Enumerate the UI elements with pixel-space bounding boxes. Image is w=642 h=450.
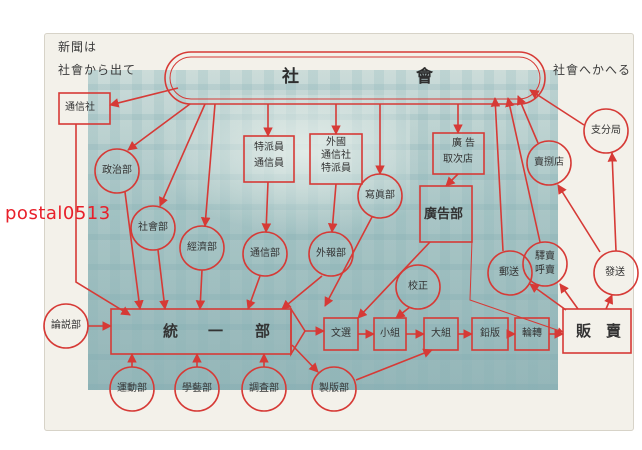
arrow-hanbai-kyubai <box>559 283 579 310</box>
kyubai-circle <box>522 241 568 287</box>
arrow-hasso-shibukyoku <box>607 152 618 252</box>
seihan-circle <box>311 366 357 412</box>
hanbai-label-2: 賣 <box>606 322 625 340</box>
kyubai-label: 驛賣 呼賣 <box>531 252 559 276</box>
kokokubu-label: 廣告部 <box>424 207 464 222</box>
shashin-label: 寫眞部 <box>365 190 395 201</box>
arrow-shibukyoku-society <box>529 89 585 126</box>
arrow-gaiho-toitsu <box>281 275 323 310</box>
undo-label: 運動部 <box>117 383 147 394</box>
tokuha-line2: 通信員 <box>254 158 284 169</box>
note-shakai-kara: 社會から出て <box>58 63 137 77</box>
gakugei-label: 學藝部 <box>182 383 212 394</box>
hanbaiten-label: 賣捌店 <box>534 157 564 168</box>
shibukyoku-circle <box>583 108 629 154</box>
tsushinsha-label: 通信社 <box>65 102 95 113</box>
tsushinsha-box <box>58 92 111 125</box>
gaikoku-line1: 外國 <box>326 137 346 148</box>
arrow-seiji-toitsu <box>124 191 144 310</box>
tsushinbu-label: 通信部 <box>250 248 280 259</box>
shibukyoku-label: 支分局 <box>591 125 621 136</box>
gaikoku-label: 外國 通信社 特派員 <box>313 138 359 174</box>
kosei-circle <box>395 264 441 310</box>
arrow-society-keizai <box>200 103 216 227</box>
toitsu-label-3: 部 <box>255 322 274 340</box>
arrow-hanbaiten-society <box>516 95 539 144</box>
enban-label: 鉛版 <box>480 328 500 339</box>
hanbaiten-circle <box>526 140 572 186</box>
society-capsule <box>164 51 546 105</box>
gaikoku-line2: 通信社 <box>321 150 351 161</box>
hanbai-label-1: 販 <box>576 322 595 340</box>
arrow-gaikoku-gaiho <box>327 183 338 233</box>
toitsu-arrow-tip <box>290 306 306 357</box>
tokuha-line1: 特派員 <box>254 142 284 153</box>
seiji-label: 政治部 <box>102 165 132 176</box>
bunsen-label: 文選 <box>331 328 351 339</box>
shakai-circle <box>130 205 176 251</box>
keizai-label: 經濟部 <box>187 242 217 253</box>
chosa-label: 調査部 <box>249 383 279 394</box>
arrow-hanbai-hasso <box>604 294 614 310</box>
arrow-hasso-hanbaiten <box>557 184 601 253</box>
arrow-seihan-ogumi <box>355 348 433 381</box>
arrow-kokokubu-hanbai <box>469 239 564 334</box>
arrow-tsushinsha-toitsu <box>75 124 131 316</box>
arrow-tsushinbu-toitsu <box>246 275 261 310</box>
arrow-kokoku-kokokubu <box>445 173 459 187</box>
arrow-hanbai-yuso <box>529 283 567 311</box>
kogumi-label: 小組 <box>380 328 400 339</box>
kokoku-a-label: 廣 <box>452 138 462 149</box>
toitsu-label-2: 一 <box>208 322 227 340</box>
arrow-keizai-toitsu <box>195 269 206 310</box>
arrow-society-shakai <box>159 103 206 207</box>
hasso-label: 發送 <box>605 267 625 278</box>
kosei-label: 校正 <box>408 281 428 292</box>
watermark: postal0513 <box>5 203 111 224</box>
kokoku-c-label: 取次店 <box>443 154 473 165</box>
kyubai-line2: 呼賣 <box>535 265 555 276</box>
gaiho-label: 外報部 <box>316 248 346 259</box>
arrow-kokokubu-bunsen <box>357 241 431 319</box>
photo-highlight <box>150 95 410 235</box>
yuso-label: 郵送 <box>499 267 519 278</box>
seihan-label: 製版部 <box>319 383 349 394</box>
seiji-circle <box>94 148 140 194</box>
yuso-circle <box>487 250 533 296</box>
kyubai-line1: 驛賣 <box>535 251 555 262</box>
arrow-kyubai-society <box>505 97 541 243</box>
arrow-yuso-society <box>490 97 504 252</box>
toitsu-label-1: 統 <box>163 322 182 340</box>
gaikoku-line3: 特派員 <box>321 163 351 174</box>
society-label-right: 會 <box>416 67 435 87</box>
arrow-tokuha-tsushinbu <box>261 181 272 233</box>
rinten-label: 輪轉 <box>522 328 542 339</box>
arrow-shakai-toitsu <box>157 249 169 310</box>
arrow-kosei-kogumi <box>395 306 411 319</box>
note-shakai-e: 社會へかへる <box>553 63 632 77</box>
arrow-society-seiji <box>127 103 191 151</box>
arrow-society-tsushinsha <box>109 87 179 108</box>
society-capsule-inner <box>169 56 541 100</box>
ogumi-label: 大組 <box>431 328 451 339</box>
note-shinbun-wa: 新聞は <box>58 40 98 54</box>
shakai-label: 社會部 <box>138 222 168 233</box>
society-label-left: 社 <box>282 67 301 87</box>
arrow-toitsu-seihan <box>291 344 319 373</box>
tokuha-label: 特派員 通信員 <box>248 143 290 169</box>
kokoku-b-label: 告 <box>465 138 475 149</box>
arrow-shashin-seihan <box>324 216 373 307</box>
ronsetsu-label: 論説部 <box>51 320 81 331</box>
